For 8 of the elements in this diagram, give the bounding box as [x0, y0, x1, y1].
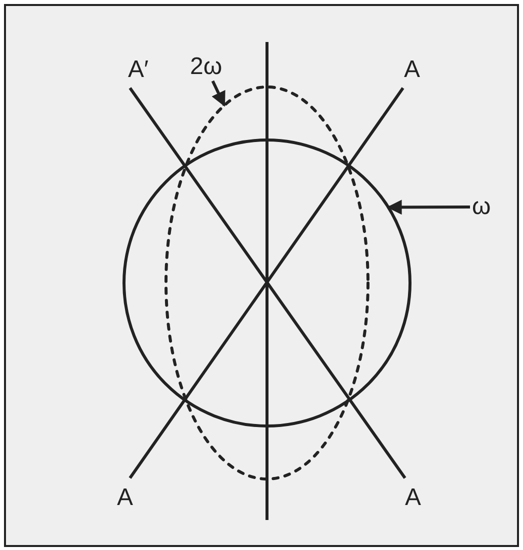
axis-label: A′ [128, 58, 149, 82]
annotation-label: ω [472, 193, 491, 220]
leader-arrow [386, 200, 470, 215]
annotation-label: 2ω [190, 53, 222, 80]
axis-label: A [117, 486, 134, 510]
axis-label: A [405, 486, 422, 510]
leader-arrow [211, 80, 226, 107]
axis-label: A [404, 58, 420, 82]
